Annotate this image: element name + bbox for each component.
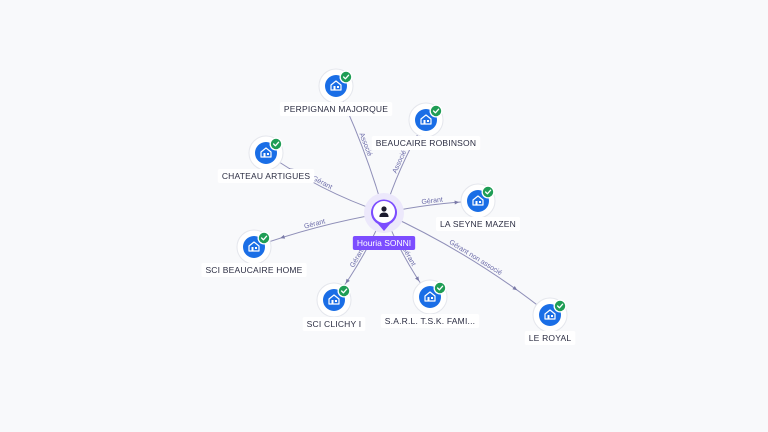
node-label: PERPIGNAN MAJORQUE	[279, 102, 393, 116]
check-icon	[553, 299, 567, 313]
edge-label: Gérant	[304, 218, 327, 230]
check-icon	[257, 231, 271, 245]
center-label: Houria SONNI	[352, 236, 416, 250]
node-label: BEAUCAIRE ROBINSON	[371, 136, 481, 150]
node-label: LE ROYAL	[524, 331, 576, 345]
node-label-bg	[302, 317, 366, 331]
node-label-text: SCI CLICHY I	[307, 319, 362, 329]
building-icon	[328, 294, 340, 305]
node-label: CHATEAU ARTIGUES	[217, 169, 315, 183]
building-icon	[472, 195, 484, 206]
company-node-sci-beaucaire-home[interactable]: SCI BEAUCAIRE HOME	[201, 229, 307, 277]
node-label-text: PERPIGNAN MAJORQUE	[284, 104, 388, 114]
edge-line	[383, 212, 551, 316]
node-label-bg	[217, 169, 315, 183]
edge-label: Associé	[357, 132, 372, 157]
node-label-text: LE ROYAL	[529, 333, 572, 343]
node-label-text: LA SEYNE MAZEN	[440, 219, 516, 229]
center-inner	[373, 201, 395, 223]
company-node-chateau[interactable]: CHATEAU ARTIGUES	[217, 135, 315, 183]
edge-arrow	[345, 278, 350, 284]
company-node-sci-clichy[interactable]: SCI CLICHY I	[302, 282, 366, 331]
check-icon	[337, 284, 351, 298]
node-label-bg	[279, 102, 393, 116]
building-icon	[420, 114, 432, 125]
node-label-text: S.A.R.L. T.S.K. FAMI...	[385, 316, 475, 326]
node-label-text: CHATEAU ARTIGUES	[222, 171, 311, 181]
building-icon	[330, 80, 342, 91]
node-label: SCI CLICHY I	[302, 317, 366, 331]
node-label: SCI BEAUCAIRE HOME	[201, 263, 307, 277]
node-label: S.A.R.L. T.S.K. FAMI...	[380, 314, 480, 328]
check-icon	[429, 104, 443, 118]
nodes-layer: PERPIGNAN MAJORQUE BEAUCAIRE ROBINSON CHAT…	[201, 68, 576, 345]
node-label-bg	[435, 217, 521, 231]
node-label-bg	[524, 331, 576, 345]
check-icon	[269, 137, 283, 151]
edge-arrow	[280, 234, 286, 239]
edge-label: Gérant non associé	[448, 239, 503, 277]
node-label-bg	[380, 314, 480, 328]
edge-arrow	[454, 200, 460, 205]
check-icon	[339, 70, 353, 84]
node-label-bg	[371, 136, 481, 150]
company-node-sarl-tsk[interactable]: S.A.R.L. T.S.K. FAMI...	[380, 279, 480, 328]
person-icon	[379, 206, 389, 217]
node-label: LA SEYNE MAZEN	[435, 217, 521, 231]
company-node-le-royal[interactable]: LE ROYAL	[524, 297, 576, 345]
center-label-bg	[352, 236, 416, 250]
check-icon	[433, 281, 447, 295]
center-node[interactable]: Houria SONNI	[352, 193, 416, 250]
node-label-bg	[201, 263, 307, 277]
company-node-perpignan[interactable]: PERPIGNAN MAJORQUE	[279, 68, 393, 116]
edge-label: Gérant	[421, 197, 443, 207]
building-icon	[424, 291, 436, 302]
building-icon	[248, 241, 260, 252]
company-node-beaucaire-robinson[interactable]: BEAUCAIRE ROBINSON	[371, 102, 481, 150]
building-icon	[544, 309, 556, 320]
node-label-text: BEAUCAIRE ROBINSON	[376, 138, 476, 148]
company-node-seyne[interactable]: LA SEYNE MAZEN	[435, 183, 521, 231]
edge-arrow	[415, 276, 420, 282]
center-label-text: Houria SONNI	[357, 238, 411, 248]
building-icon	[260, 147, 272, 158]
check-icon	[481, 185, 495, 199]
node-label-text: SCI BEAUCAIRE HOME	[205, 265, 302, 275]
edge-arrow	[512, 285, 518, 291]
